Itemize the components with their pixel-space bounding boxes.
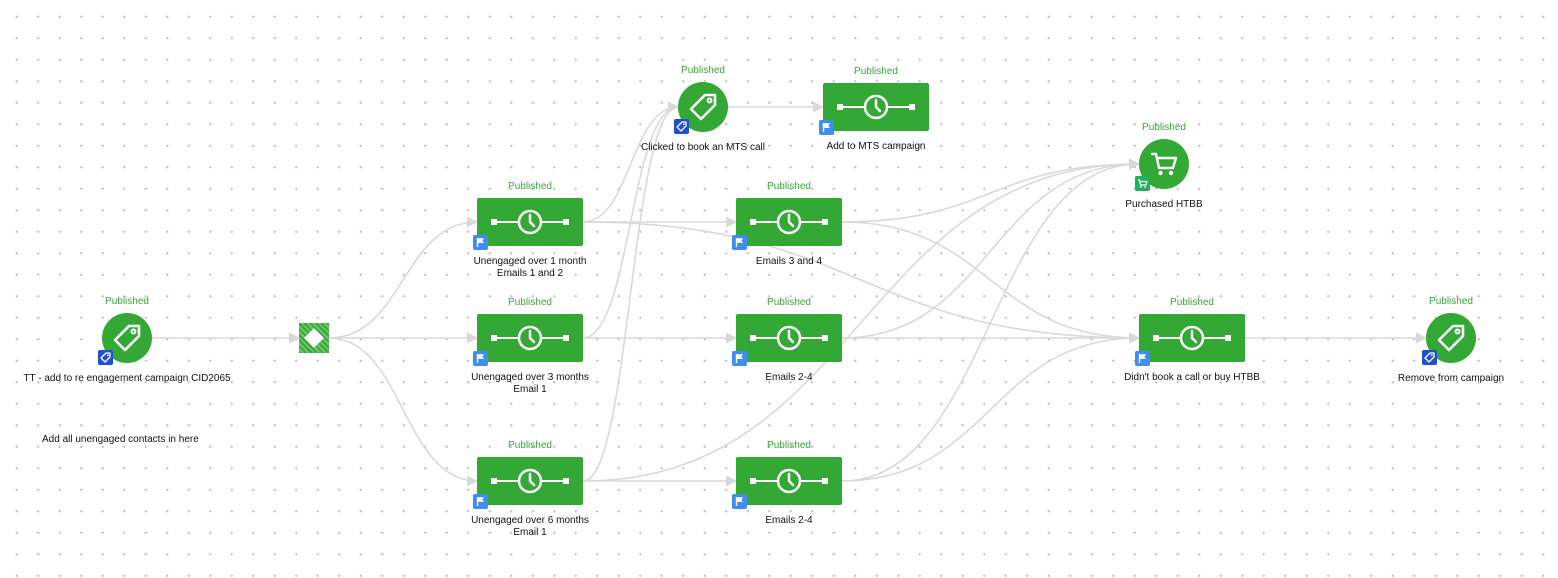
flag-badge-icon (732, 351, 747, 366)
tag-badge-icon (674, 119, 689, 134)
edge-split-to-u6 (328, 337, 479, 487)
status-label: Published (508, 440, 552, 451)
edge-u1-to-nobook (582, 221, 1141, 344)
status-label: Published (1170, 297, 1214, 308)
caption-line: Emails 2-4 (765, 372, 813, 383)
node-caption: Emails 2-4 (679, 372, 899, 384)
status-label: Published (1142, 122, 1186, 133)
split-diamond-icon (304, 328, 324, 348)
caption-line: Purchased HTBB (1125, 199, 1203, 210)
flag-badge-icon (732, 235, 747, 250)
tag-badge-icon (98, 350, 113, 365)
status-label: Published (508, 181, 552, 192)
caption-line: Remove from campaign (1397, 373, 1505, 384)
caption-line: Clicked to book an MTS call (641, 142, 765, 153)
caption-line: Unengaged over 1 month (473, 256, 587, 267)
node-caption: Emails 2-4 (679, 515, 899, 527)
status-label: Published (767, 297, 811, 308)
node-caption: Clicked to book an MTS call (593, 142, 813, 154)
node-caption: Remove from campaign (1341, 373, 1558, 385)
e24a-node-shape[interactable] (736, 314, 842, 362)
status-label: Published (681, 65, 725, 76)
split-node[interactable] (299, 323, 329, 353)
node-caption: Didn't book a call or buy HTBB (1082, 372, 1302, 384)
node-caption: Purchased HTBB (1054, 199, 1274, 211)
caption-line: Emails 3 and 4 (755, 256, 823, 267)
u6-node-shape[interactable] (477, 457, 583, 505)
nobook-node-shape[interactable] (1139, 314, 1245, 362)
edge-e24b-to-htbb (841, 158, 1141, 482)
caption-line: Add to MTS campaign (826, 141, 926, 152)
mts-node-shape[interactable] (823, 83, 929, 131)
e24b-node-shape[interactable] (736, 457, 842, 505)
u3-node-shape[interactable] (477, 314, 583, 362)
caption-line: TT - add to re engagement campaign CID20… (23, 373, 231, 384)
edge-e34-to-nobook (841, 221, 1141, 344)
edge-e24a-to-htbb (841, 158, 1141, 339)
status-label: Published (105, 296, 149, 307)
e34-node-shape[interactable] (736, 198, 842, 246)
u1-node-shape[interactable] (477, 198, 583, 246)
edge-e24b-to-nobook (841, 332, 1141, 482)
flag-badge-icon (819, 120, 834, 135)
status-label: Published (1429, 296, 1473, 307)
caption-line: Email 1 (513, 527, 547, 538)
node-caption: Add to MTS campaign (766, 141, 986, 153)
status-label: Published (767, 181, 811, 192)
caption-line: Emails 2-4 (765, 515, 813, 526)
edge-u1-to-clicked (582, 101, 680, 223)
flag-badge-icon (473, 351, 488, 366)
node-caption: Emails 3 and 4 (679, 256, 899, 268)
canvas-note: Add all unengaged contacts in here (42, 434, 199, 445)
status-label: Published (854, 66, 898, 77)
caption-line: Email 1 (513, 384, 547, 395)
status-label: Published (508, 297, 552, 308)
flag-badge-icon (1135, 351, 1150, 366)
edge-e34-to-htbb (841, 158, 1141, 223)
caption-line: Didn't book a call or buy HTBB (1124, 372, 1260, 383)
edge-u6-to-clicked (582, 101, 680, 482)
caption-line: Unengaged over 6 months (471, 515, 589, 526)
flag-badge-icon (473, 494, 488, 509)
edge-split-to-u1 (328, 216, 479, 339)
edge-u6-to-htbb (582, 158, 1141, 482)
flag-badge-icon (732, 494, 747, 509)
node-caption: TT - add to re engagement campaign CID20… (17, 373, 237, 385)
flag-badge-icon (473, 235, 488, 250)
status-label: Published (767, 440, 811, 451)
tag-badge-icon (1422, 350, 1437, 365)
caption-line: Emails 1 and 2 (496, 268, 564, 279)
cart-badge-icon (1135, 176, 1150, 191)
caption-line: Unengaged over 3 months (471, 372, 589, 383)
